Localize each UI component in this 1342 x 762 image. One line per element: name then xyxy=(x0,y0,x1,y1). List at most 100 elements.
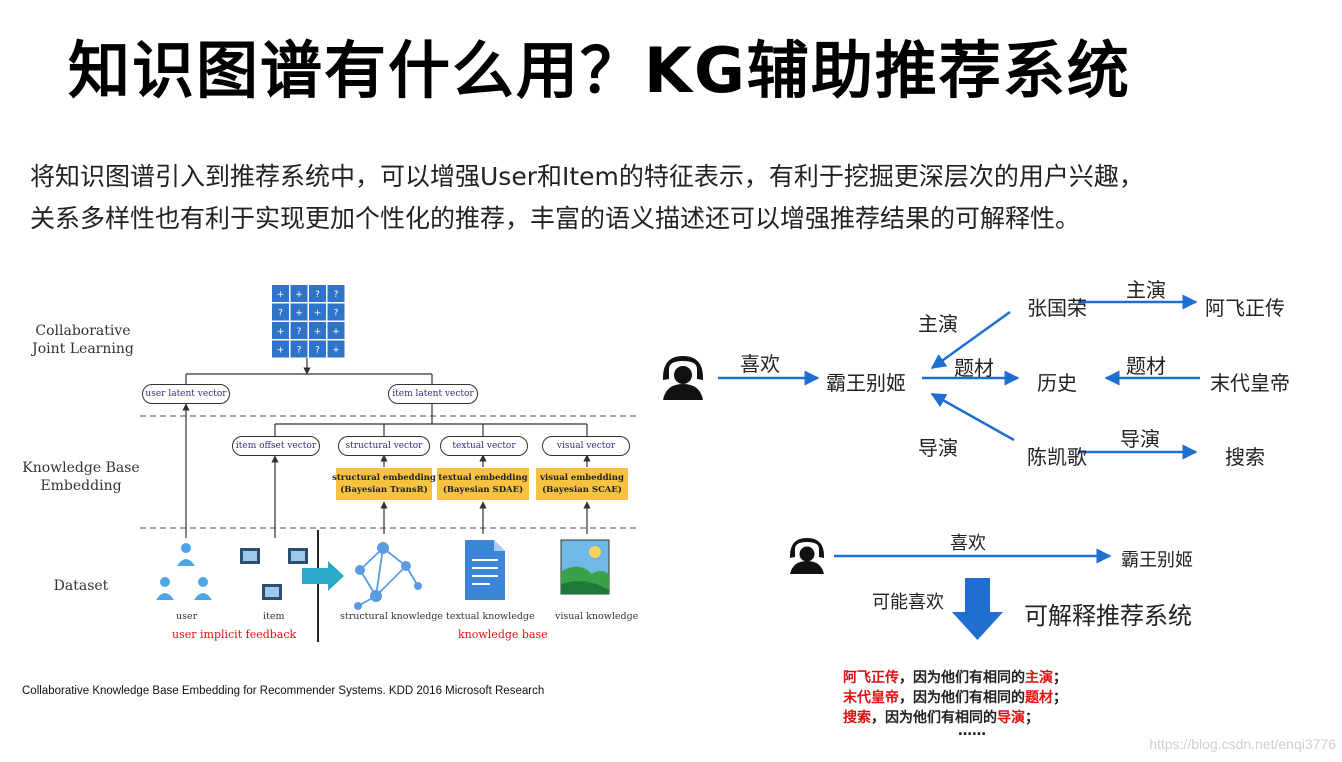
kg-rel-like: 喜欢 xyxy=(740,352,780,376)
matrix-cell-label: + xyxy=(332,327,340,337)
textual-embedding-l1: textual embedding xyxy=(438,473,528,483)
matrix-cell-label: + xyxy=(277,327,285,337)
kg-rel-star-1: 主演 xyxy=(918,312,958,336)
description-line-1: 将知识图谱引入到推荐系统中，可以增强User和Item的特征表示，有利于挖掘更深… xyxy=(30,162,1144,191)
reason-2-item: 末代皇帝 xyxy=(843,690,899,706)
citation: Collaborative Knowledge Base Embedding f… xyxy=(22,685,545,697)
person-icon xyxy=(663,356,703,400)
structural-embedding-box: structural embedding (Bayesian TransR) xyxy=(332,468,436,500)
kg-node-sousuo: 搜索 xyxy=(1225,445,1265,469)
matrix-cell xyxy=(272,340,289,358)
explain-system-label: 可解释推荐系统 xyxy=(1024,602,1192,630)
explain-reason-1: 阿飞正传，因为他们有相同的主演； xyxy=(843,667,1067,687)
matrix-cell-label: + xyxy=(295,309,303,319)
matrix-cell xyxy=(290,285,308,302)
matrix-cell xyxy=(327,322,345,339)
label-user: user xyxy=(176,611,198,622)
matrix-cell-label: ? xyxy=(334,290,339,300)
visual-vector: visual vector xyxy=(542,436,630,456)
matrix-cell xyxy=(327,303,345,321)
ckb-figure-lines: ++???++?+?+++??+ xyxy=(140,285,640,642)
textual-vector: textual vector xyxy=(440,436,528,456)
reason-3-item: 搜索 xyxy=(843,710,871,726)
explain-maybe-like: 可能喜欢 xyxy=(872,592,944,613)
reason-1-mid: ，因为他们有相同的 xyxy=(899,670,1025,686)
textual-embedding-l2: (Bayesian SDAE) xyxy=(442,485,524,495)
matrix-cell-label: + xyxy=(332,346,340,356)
matrix-cell xyxy=(327,285,345,302)
label-user-implicit-feedback: user implicit feedback xyxy=(172,628,297,641)
reason-1-end: ； xyxy=(1053,670,1067,686)
matrix-cell-label: + xyxy=(277,290,285,300)
kg-node-bawang: 霸王别姬 xyxy=(826,371,906,395)
kg-arrows xyxy=(663,294,1200,640)
user-latent-vector: user latent vector xyxy=(142,384,230,404)
label-knowledge-base: knowledge base xyxy=(458,628,548,641)
matrix-cell-label: ? xyxy=(334,309,339,319)
matrix-cell xyxy=(309,340,326,358)
layer-label-kb: Knowledge Base Embedding xyxy=(18,459,144,495)
description-line-2: 关系多样性也有利于实现更加个性化的推荐，丰富的语义描述还可以增强推荐结果的可解释… xyxy=(30,204,1081,233)
reason-2-end: ； xyxy=(1053,690,1067,706)
matrix-cell-label: + xyxy=(314,327,322,337)
label-item: item xyxy=(263,611,285,622)
kg-rel-star-2: 主演 xyxy=(1126,278,1166,302)
reason-2-mid: ，因为他们有相同的 xyxy=(899,690,1025,706)
matrix-cell-label: ? xyxy=(297,346,302,356)
reason-3-mid: ，因为他们有相同的 xyxy=(871,710,997,726)
down-arrow-icon xyxy=(952,578,1003,640)
textual-embedding-box: textual embedding (Bayesian SDAE) xyxy=(437,468,529,500)
matrix-cell xyxy=(309,285,326,302)
explain-ellipsis: …… xyxy=(958,723,986,739)
explain-reason-2: 末代皇帝，因为他们有相同的题材； xyxy=(843,687,1067,707)
kg-rel-dir-1: 导演 xyxy=(918,436,958,460)
picture-icon xyxy=(560,539,610,595)
rating-matrix: ++???++?+?+++??+ xyxy=(272,285,345,358)
matrix-cell xyxy=(272,303,289,321)
reason-3-end: ； xyxy=(1025,710,1039,726)
matrix-cell-label: ? xyxy=(278,309,283,319)
reason-1-item: 阿飞正传 xyxy=(843,670,899,686)
reason-2-rel: 题材 xyxy=(1025,690,1053,706)
kg-node-zhangguorong: 张国荣 xyxy=(1027,296,1087,320)
structural-graph-icon xyxy=(357,547,419,607)
kg-rel-topic-1: 题材 xyxy=(954,356,994,380)
kg-rel-topic-2: 题材 xyxy=(1126,354,1166,378)
item-latent-vector: item latent vector xyxy=(388,384,478,404)
explain-reason-3: 搜索，因为他们有相同的导演； xyxy=(843,707,1039,727)
matrix-cell xyxy=(290,303,308,321)
visual-embedding-l2: (Bayesian SCAE) xyxy=(542,485,622,495)
page-title: 知识图谱有什么用？KG辅助推荐系统 xyxy=(68,34,1131,107)
explain-like: 喜欢 xyxy=(950,533,986,554)
layer-collab-line2: Joint Learning xyxy=(32,341,134,357)
visual-embedding-box: visual embedding (Bayesian SCAE) xyxy=(536,468,628,500)
user-icons xyxy=(156,543,212,600)
item-offset-vector: item offset vector xyxy=(232,436,320,456)
document-icon xyxy=(465,540,505,600)
visual-embedding-l1: visual embedding xyxy=(540,473,624,483)
matrix-cell xyxy=(327,340,345,358)
matrix-cell xyxy=(290,322,308,339)
layer-label-collab: Collaborative Joint Learning xyxy=(20,322,146,358)
layer-label-dataset: Dataset xyxy=(53,578,109,594)
matrix-cell-label: ? xyxy=(297,327,302,337)
label-textual-knowledge: textual knowledge xyxy=(446,611,535,622)
watermark: https://blog.csdn.net/enqi3776 xyxy=(1149,736,1336,752)
matrix-cell-label: ? xyxy=(315,290,320,300)
person-icon-small xyxy=(790,538,824,574)
label-structural-knowledge: structural knowledge xyxy=(340,611,444,622)
layer-kb-line2: Embedding xyxy=(40,478,122,494)
reason-3-rel: 导演 xyxy=(997,710,1025,726)
kg-rel-dir-2: 导演 xyxy=(1120,427,1160,451)
matrix-cell xyxy=(309,322,326,339)
matrix-cell xyxy=(309,303,326,321)
structural-embedding-l2: (Bayesian TransR) xyxy=(340,485,428,495)
structural-vector: structural vector xyxy=(338,436,430,456)
matrix-cell xyxy=(290,340,308,358)
matrix-cell-label: + xyxy=(295,290,303,300)
layer-collab-line1: Collaborative xyxy=(35,323,131,339)
matrix-cell-label: + xyxy=(277,346,285,356)
reason-1-rel: 主演 xyxy=(1025,670,1053,686)
label-visual-knowledge: visual knowledge xyxy=(555,611,639,622)
layer-kb-line1: Knowledge Base xyxy=(22,460,140,476)
